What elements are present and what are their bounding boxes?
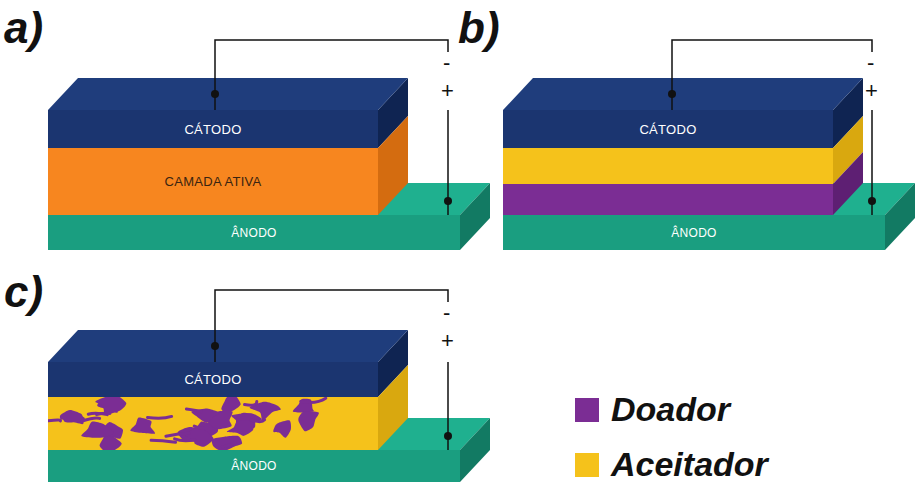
donor-streak xyxy=(97,413,110,414)
contact-dot xyxy=(444,432,452,440)
anode-layer: ÂNODO xyxy=(48,450,460,482)
layer-label: CAMADA ATIVA xyxy=(164,174,261,189)
legend-label: Aceitador xyxy=(611,445,768,484)
layer-label: CÁTODO xyxy=(184,372,241,387)
acceptor-layer xyxy=(503,148,833,184)
polarity-sign: + xyxy=(441,80,454,102)
polarity-sign: + xyxy=(441,330,454,352)
contact-dot xyxy=(668,90,676,98)
legend-entry: Doador xyxy=(575,390,730,429)
polarity-sign: - xyxy=(443,52,450,74)
polarity-sign: + xyxy=(865,80,878,102)
panel-label: c) xyxy=(4,270,43,314)
layer-side-face xyxy=(378,116,408,215)
donor-domain xyxy=(60,410,84,424)
anode-layer: ÂNODO xyxy=(48,215,460,250)
donor-domain xyxy=(227,421,254,436)
legend-swatch xyxy=(575,398,599,422)
donor-streak xyxy=(245,402,257,406)
donor-streak xyxy=(222,443,235,447)
cathode-top-face xyxy=(48,330,408,362)
donor-streak xyxy=(151,440,175,442)
donor-streak xyxy=(166,433,189,436)
panel-label: b) xyxy=(458,6,500,50)
donor-streak xyxy=(301,398,326,402)
layer-label: ÂNODO xyxy=(231,226,277,240)
legend-label: Doador xyxy=(611,390,730,429)
polarity-sign: - xyxy=(867,52,874,74)
anode-side-face xyxy=(885,183,915,250)
cathode-layer: CÁTODO xyxy=(503,110,833,148)
cathode-layer: CÁTODO xyxy=(48,362,378,397)
donor-streak xyxy=(175,439,195,441)
contact-dot xyxy=(211,90,219,98)
anode-layer: ÂNODO xyxy=(503,215,885,250)
cathode-top-face xyxy=(48,78,408,110)
donor-streak xyxy=(82,418,100,421)
donor-layer-side xyxy=(833,152,863,215)
donor-domains xyxy=(48,397,326,450)
donor-streak xyxy=(194,426,212,428)
contact-dot xyxy=(211,342,219,350)
donor-streak xyxy=(48,418,60,422)
legend-entry: Aceitador xyxy=(575,445,768,484)
donor-domain xyxy=(212,436,242,450)
layer-label: ÂNODO xyxy=(671,226,717,240)
contact-dot xyxy=(868,197,876,205)
donor-domain xyxy=(185,428,214,447)
donor-domain xyxy=(81,421,114,437)
donor-domain xyxy=(130,418,155,434)
contact-dot xyxy=(444,197,452,205)
donor-domain xyxy=(273,420,291,437)
donor-layer xyxy=(503,184,833,215)
polarity-sign: - xyxy=(443,302,450,324)
donor-domain xyxy=(95,397,126,414)
layer-label: ÂNODO xyxy=(231,459,277,473)
panel-label: a) xyxy=(4,6,43,50)
anode-side-face xyxy=(460,183,490,250)
donor-streak xyxy=(251,420,264,422)
active-layer: CAMADA ATIVA xyxy=(48,148,378,215)
legend-swatch xyxy=(575,453,599,477)
bulk-heterojunction-layer-side xyxy=(378,365,408,450)
donor-streak xyxy=(147,416,171,418)
anode-side-face xyxy=(460,418,490,482)
cathode-top-face xyxy=(503,78,863,110)
donor-domain xyxy=(298,411,319,431)
layer-label: CÁTODO xyxy=(639,122,696,137)
cathode-layer: CÁTODO xyxy=(48,110,378,148)
layer-label: CÁTODO xyxy=(184,122,241,137)
donor-streak xyxy=(186,409,201,412)
